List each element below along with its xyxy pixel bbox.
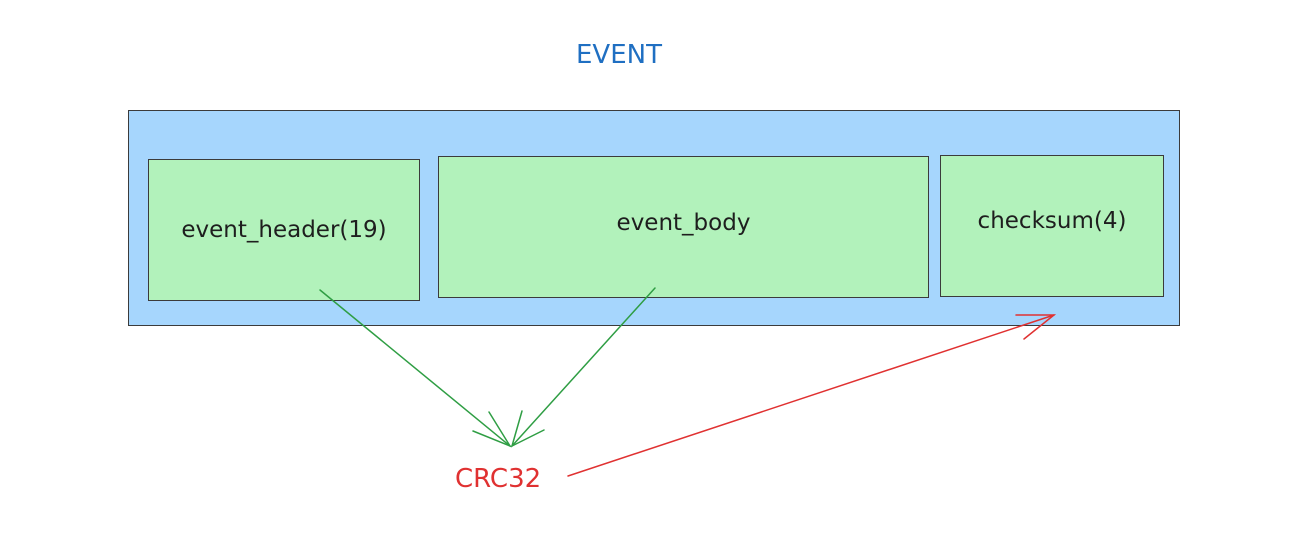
arrow-header-to-crc	[319, 289, 512, 448]
arrow-crc-to-checksum	[567, 314, 1057, 477]
field-checksum-label: checksum(4)	[977, 208, 1127, 234]
event-title: EVENT	[576, 40, 662, 70]
crc32-label: CRC32	[455, 464, 542, 494]
field-event-body: event_body	[438, 156, 929, 298]
arrow-body-to-crc	[510, 287, 656, 448]
field-checksum: checksum(4)	[940, 155, 1164, 297]
field-event-header: event_header(19)	[148, 159, 420, 301]
field-event-body-label: event_body	[616, 210, 751, 236]
field-event-header-label: event_header(19)	[181, 217, 387, 243]
